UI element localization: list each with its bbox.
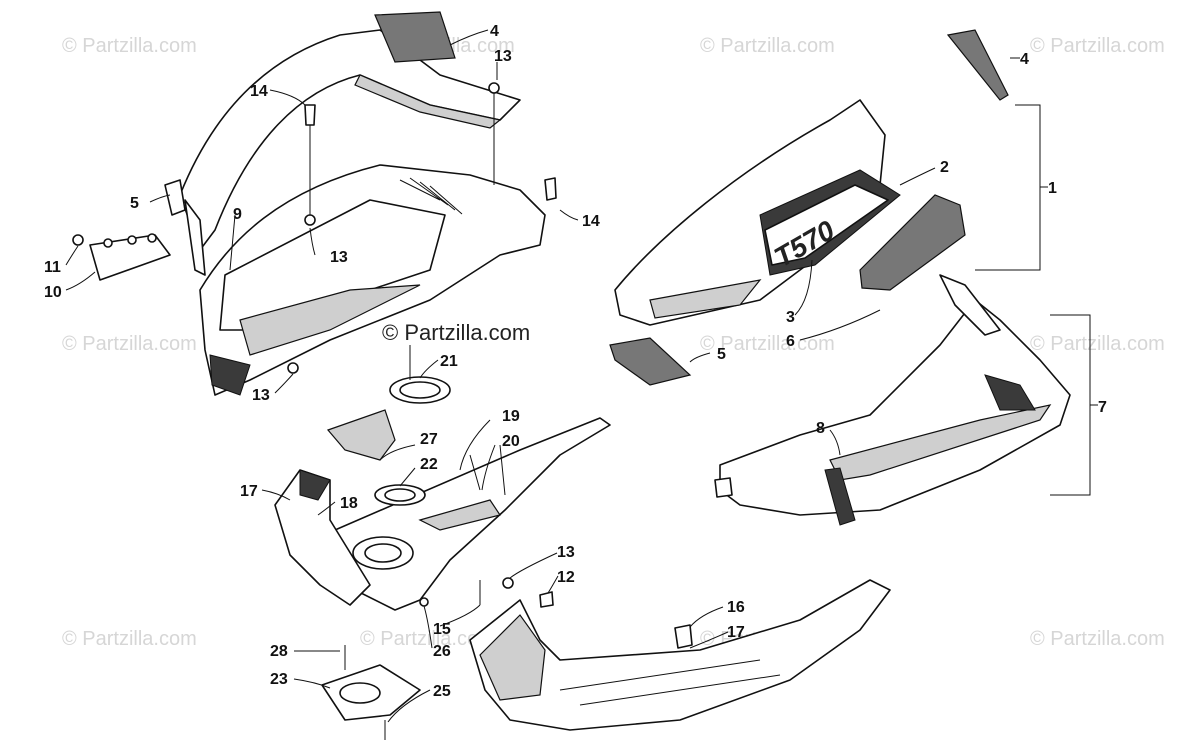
callout: 4 — [490, 23, 499, 40]
callout: 1 — [1048, 180, 1057, 197]
callout: 14 — [250, 83, 268, 100]
callout: 5 — [717, 346, 726, 363]
nut-13-lower — [502, 577, 514, 589]
leader-lines — [65, 29, 1020, 723]
callout: 19 — [502, 408, 520, 425]
vent-grille-right — [859, 194, 966, 291]
callout: 13 — [494, 48, 512, 65]
callout: 16 — [727, 599, 745, 616]
callout: 12 — [557, 569, 575, 586]
side-panel-upper: T570 — [614, 99, 901, 326]
bumper-pad-left — [164, 179, 186, 216]
callout: 8 — [816, 420, 825, 437]
watermark: © Partzilla.com — [62, 35, 197, 57]
watermark: © Partzilla.com — [700, 333, 835, 355]
watermark: © Partzilla.com — [700, 35, 835, 57]
callout: 11 — [44, 259, 61, 276]
watermark: © Partzilla.com — [1030, 628, 1165, 650]
watermark: © Partzilla.com — [62, 628, 197, 650]
nut-13-top — [488, 82, 500, 94]
watermark: © Partzilla.com — [62, 333, 197, 355]
side-panel-lower — [714, 274, 1071, 526]
side-vent-left — [89, 233, 171, 281]
nut-13-center — [304, 214, 316, 226]
heat-shield-27 — [326, 409, 396, 461]
gasket-23 — [321, 664, 421, 721]
callout: 17 — [240, 483, 258, 500]
callout: 13 — [330, 249, 348, 266]
callout: 7 — [1098, 399, 1107, 416]
callout: 13 — [252, 387, 270, 404]
windshield-frame — [199, 164, 546, 396]
nut-13-bottom — [287, 362, 299, 374]
callout: 17 — [727, 624, 745, 641]
callout: 5 — [130, 195, 139, 212]
callout: 9 — [233, 206, 242, 223]
watermark: © Partzilla.com — [1030, 333, 1165, 355]
callout: 18 — [340, 495, 358, 512]
callout: 22 — [420, 456, 438, 473]
callout: 14 — [582, 213, 600, 230]
callout: 6 — [786, 333, 795, 350]
callout: 21 — [440, 353, 458, 370]
callout: 26 — [433, 643, 451, 660]
gasket-22 — [374, 484, 426, 506]
bolt-12 — [539, 591, 554, 608]
center-watermark: © Partzilla.com — [382, 320, 530, 345]
callout: 27 — [420, 431, 438, 448]
callout: 28 — [270, 643, 288, 660]
callout: 3 — [786, 309, 795, 326]
clip-16 — [674, 624, 693, 649]
vent-grille-top — [374, 11, 456, 63]
fastener-26 — [419, 597, 429, 607]
callout: 4 — [1020, 51, 1029, 68]
vent-grille-small-top — [946, 29, 1009, 101]
belly-pan — [469, 579, 891, 731]
watermark: © Partzilla.com — [360, 628, 495, 650]
watermark: © Partzilla.com — [1030, 35, 1165, 57]
vent-grille-small-left — [609, 337, 692, 386]
callout: 15 — [433, 621, 451, 638]
bolt-14-right — [544, 177, 557, 201]
screw-11 — [72, 234, 84, 246]
gasket-21 — [389, 376, 451, 404]
callout: 20 — [502, 433, 520, 450]
callout: 23 — [270, 671, 288, 688]
callouts: 4 1 2 3 6 5 7 8 4 13 14 5 9 14 13 11 10 … — [44, 23, 1107, 700]
callout: 2 — [940, 159, 949, 176]
callout: 25 — [433, 683, 451, 700]
fastener-14-top — [304, 104, 316, 215]
hood-upper-panel — [179, 29, 521, 276]
callout: 10 — [44, 284, 62, 301]
callout: 13 — [557, 544, 575, 561]
bracket-1 — [975, 104, 1041, 271]
bracket-17-18 — [274, 469, 371, 606]
